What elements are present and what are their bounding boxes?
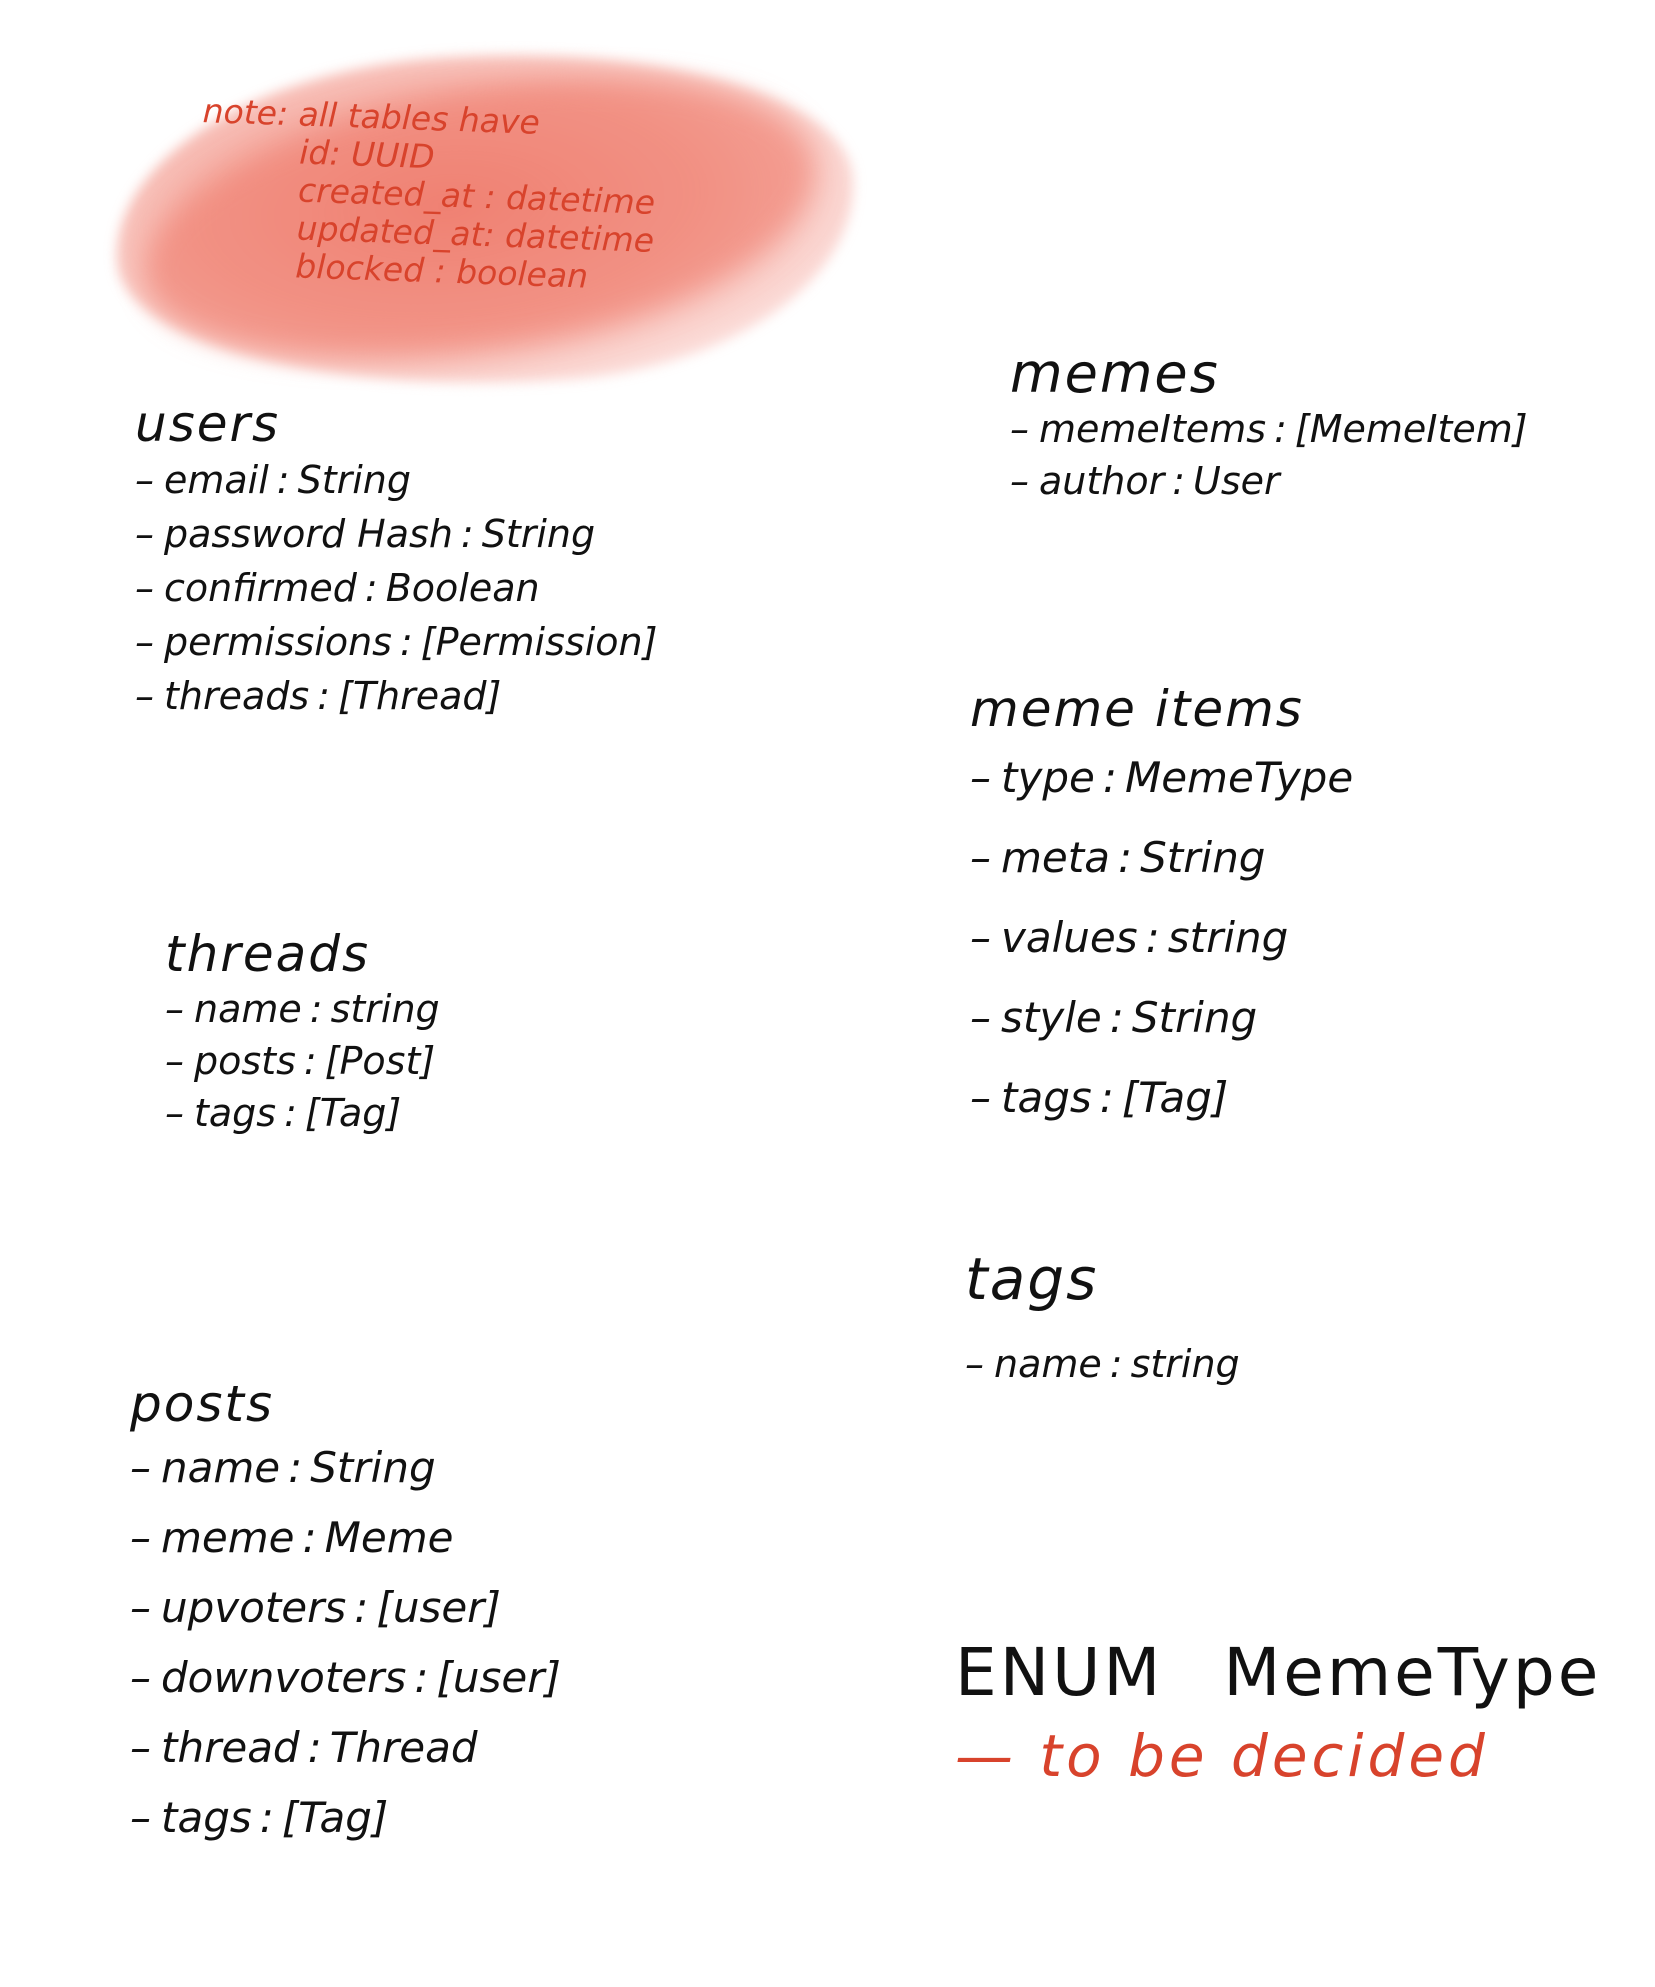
field-upvoters: –upvoters:[user] xyxy=(130,1583,501,1632)
field-tags: –tags:[Tag] xyxy=(165,1091,402,1135)
table-title: users xyxy=(135,395,281,453)
table-posts: posts –name:String –meme:Meme –upvoters:… xyxy=(130,1375,561,1853)
field-style: –style:String xyxy=(970,993,1258,1042)
note-all-tables: note: all tables have id: UUID created_a… xyxy=(197,91,659,298)
table-title: posts xyxy=(130,1375,275,1433)
field-author: –author:User xyxy=(1010,459,1280,503)
table-memes: memes –memeItems:[MemeItem] –author:User xyxy=(1010,345,1528,507)
table-title: memes xyxy=(1010,342,1220,405)
field-type: –type:MemeType xyxy=(970,753,1354,802)
table-title: meme items xyxy=(970,680,1304,738)
field-downvoters: –downvoters:[user] xyxy=(130,1653,561,1702)
field-tags: –tags:[Tag] xyxy=(970,1073,1229,1122)
table-threads: threads –name:string –posts:[Post] –tags… xyxy=(165,925,440,1139)
table-tags: tags –name:string xyxy=(965,1250,1240,1390)
field-values: –values:string xyxy=(970,913,1289,962)
field-meme-items: –memeItems:[MemeItem] xyxy=(1010,407,1528,451)
enum-name: MemeType xyxy=(1223,1634,1602,1711)
table-meme-items: meme items –type:MemeType –meta:String –… xyxy=(970,680,1353,1138)
field-name: –name:string xyxy=(165,987,440,1031)
enum-title: ENUM MemeType xyxy=(955,1634,1601,1711)
field-meta: –meta:String xyxy=(970,833,1266,882)
enum-meme-type: ENUM MemeType — to be decided xyxy=(955,1630,1601,1796)
field-email: –email:String xyxy=(135,458,412,502)
table-users: users –email:String –password Hash:Strin… xyxy=(135,395,657,723)
field-name: –name:string xyxy=(965,1342,1240,1386)
enum-keyword: ENUM xyxy=(955,1634,1164,1711)
field-meme: –meme:Meme xyxy=(130,1513,454,1562)
field-threads: –threads:[Thread] xyxy=(135,674,502,718)
enum-todo-note: — to be decided xyxy=(955,1722,1489,1790)
field-posts: –posts:[Post] xyxy=(165,1039,436,1083)
field-thread: –thread:Thread xyxy=(130,1723,478,1772)
field-name: –name:String xyxy=(130,1443,436,1492)
field-tags: –tags:[Tag] xyxy=(130,1793,389,1842)
table-title: threads xyxy=(165,925,371,983)
field-password-hash: –password Hash:String xyxy=(135,512,596,556)
table-title: tags xyxy=(965,1245,1099,1313)
field-permissions: –permissions:[Permission] xyxy=(135,620,658,664)
field-confirmed: –confirmed:Boolean xyxy=(135,566,540,610)
